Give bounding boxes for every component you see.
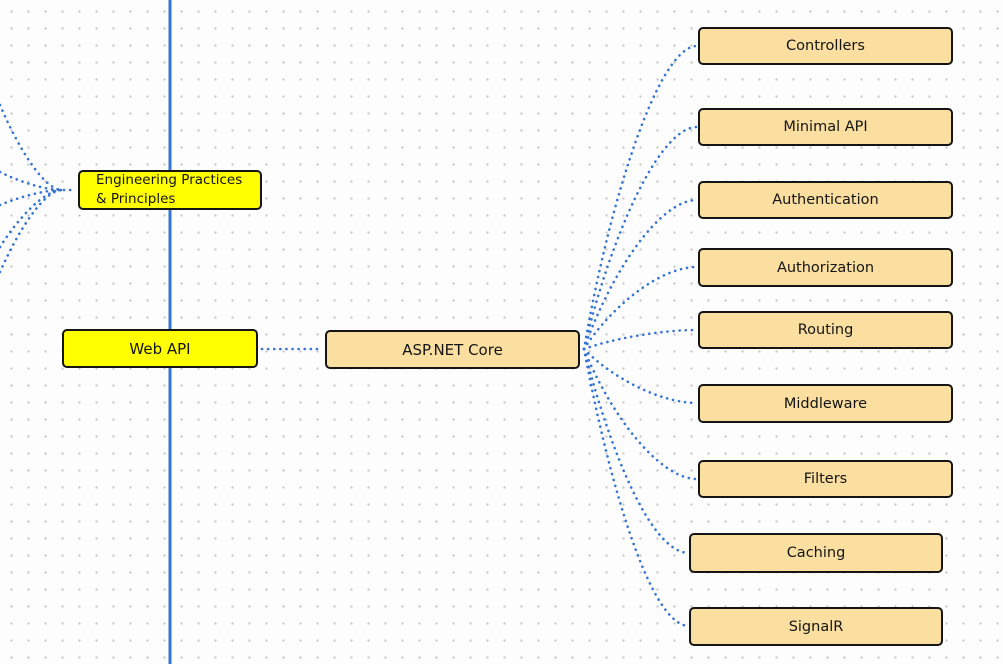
edge-aspnet-routing xyxy=(582,328,699,351)
node-authentication[interactable]: Authentication xyxy=(698,181,953,219)
edge-aspnet-filters xyxy=(582,347,699,481)
node-label: Filters xyxy=(803,471,848,487)
node-authorization[interactable]: Authorization xyxy=(698,248,953,287)
node-label: Web API xyxy=(129,339,191,358)
node-signalr[interactable]: SignalR xyxy=(689,607,943,646)
node-label: Caching xyxy=(786,545,846,561)
edge-aspnet-authorization xyxy=(582,265,699,351)
node-label: Authorization xyxy=(776,259,875,276)
node-routing[interactable]: Routing xyxy=(698,311,953,349)
edge-left-3 xyxy=(0,188,64,207)
edge-aspnet-minimal-api xyxy=(582,125,699,351)
node-engineering-practices[interactable]: Engineering Practices & Principles xyxy=(78,170,262,210)
node-caching[interactable]: Caching xyxy=(689,533,943,573)
node-web-api[interactable]: Web API xyxy=(62,329,258,368)
node-filters[interactable]: Filters xyxy=(698,460,953,498)
node-aspnet-core[interactable]: ASP.NET Core xyxy=(325,330,580,369)
node-label: Middleware xyxy=(783,395,868,412)
edge-left-5 xyxy=(0,188,64,274)
node-label: Routing xyxy=(797,322,854,338)
edge-aspnet-caching xyxy=(582,347,691,555)
node-label-line1: Engineering Practices xyxy=(96,172,243,189)
node-label: Engineering Practices & Principles xyxy=(96,171,242,209)
node-label-line2: & Principles xyxy=(96,191,176,207)
edge-aspnet-signalr xyxy=(582,347,691,628)
node-label: Authentication xyxy=(772,192,879,208)
node-label: ASP.NET Core xyxy=(402,340,503,359)
edge-left-4 xyxy=(0,188,64,249)
node-minimal-api[interactable]: Minimal API xyxy=(698,108,953,146)
edge-aspnet-controllers xyxy=(582,44,699,351)
edge-left-2 xyxy=(0,170,64,192)
node-label: Controllers xyxy=(786,38,865,54)
node-controllers[interactable]: Controllers xyxy=(698,27,953,65)
edge-left-1 xyxy=(0,103,64,192)
node-label: Minimal API xyxy=(783,119,868,135)
node-label: SignalR xyxy=(788,618,844,635)
node-middleware[interactable]: Middleware xyxy=(698,384,953,423)
edge-aspnet-authentication xyxy=(582,198,699,351)
edge-aspnet-middleware xyxy=(582,347,699,405)
